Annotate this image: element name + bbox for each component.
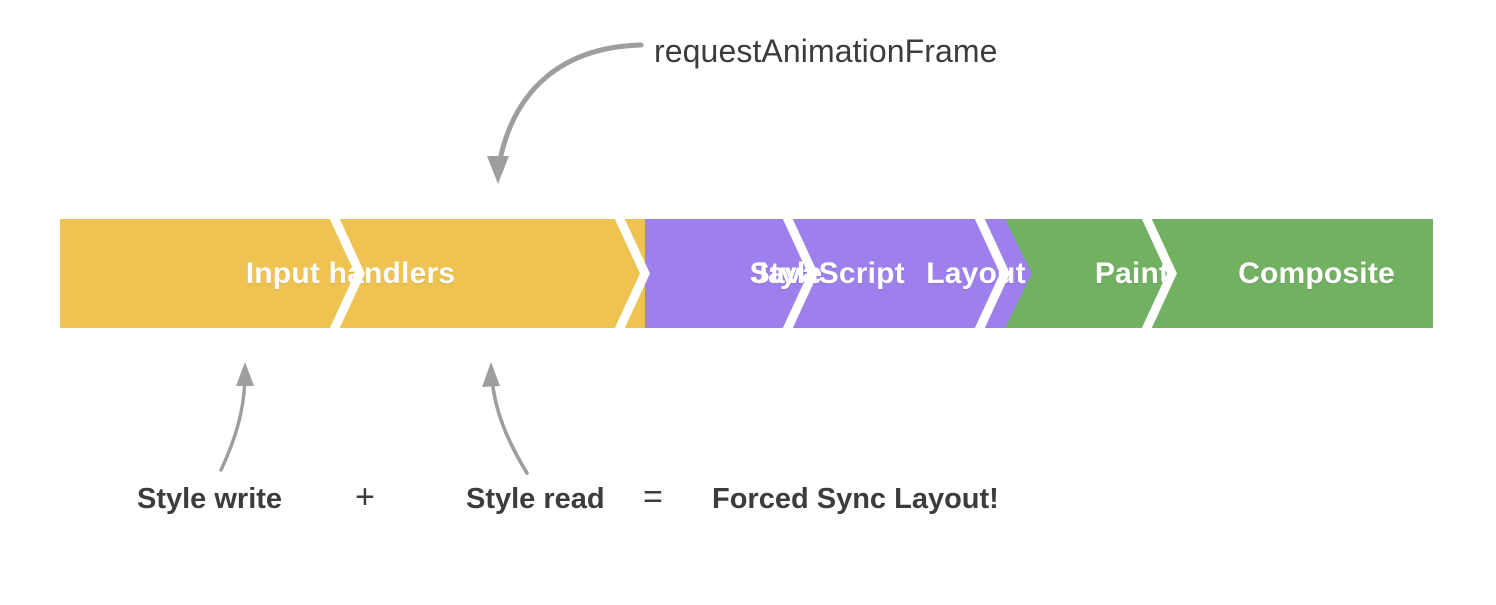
pipeline-stage-label: JavaScript bbox=[751, 256, 905, 290]
request-animation-frame-label: requestAnimationFrame bbox=[654, 33, 998, 69]
pipeline-stage-label: Layout bbox=[926, 256, 1026, 290]
pipeline-stage-label: Paint bbox=[1094, 256, 1170, 290]
equation-term-style-read: Style read bbox=[466, 483, 605, 515]
pipeline-stage-label: Input handlers bbox=[245, 256, 456, 290]
equation-result-forced-sync-layout: Forced Sync Layout! bbox=[712, 483, 999, 515]
equation-operator-plus: + bbox=[355, 478, 375, 516]
raf-arrow-icon bbox=[487, 42, 644, 184]
style-write-arrow-icon bbox=[219, 362, 254, 472]
pipeline-stage-composite[interactable]: Composite bbox=[1200, 219, 1433, 328]
rendering-pipeline: Input handlers JavaScript Style Layout bbox=[60, 219, 1433, 328]
pipeline-stage-label: Style bbox=[749, 256, 823, 290]
pipeline-stage-label: Composite bbox=[1238, 256, 1395, 290]
equation-term-style-write: Style write bbox=[137, 483, 283, 515]
style-read-arrow-icon bbox=[482, 362, 529, 475]
equation-operator-equals: = bbox=[643, 478, 663, 516]
